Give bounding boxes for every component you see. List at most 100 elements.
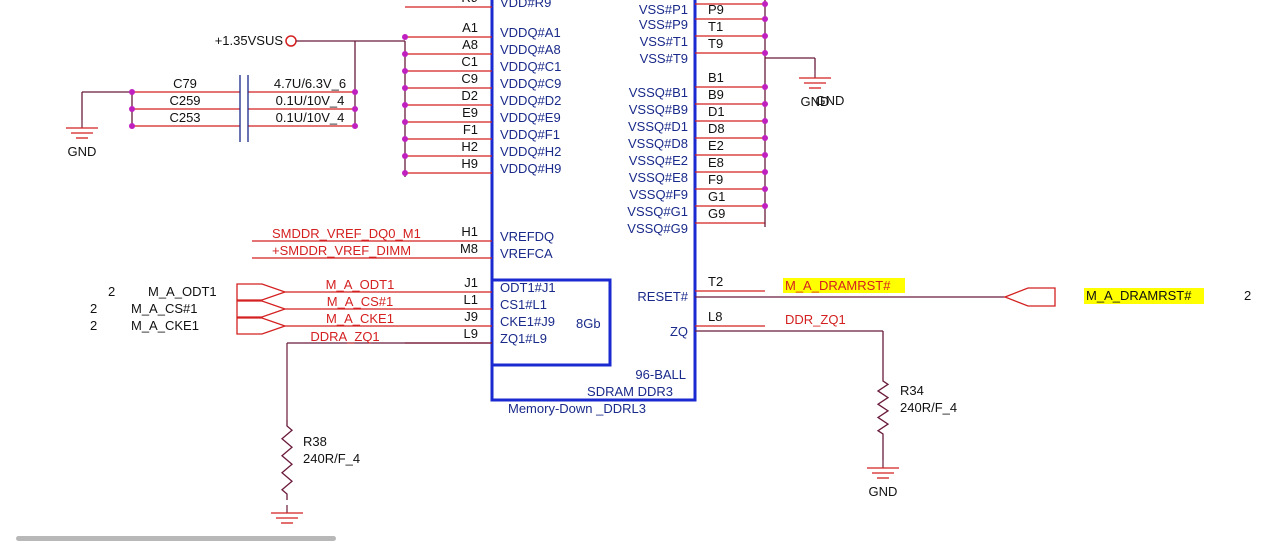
offpage-sheet: 2 — [108, 284, 115, 299]
pin-name: VDDQ#E9 — [500, 110, 561, 125]
pin-ball: H2 — [461, 139, 478, 154]
pin-name: VSSQ#E8 — [629, 170, 688, 185]
offpage-sheet-reset: 2 — [1244, 288, 1251, 303]
pin-name: VSS#T9 — [640, 51, 688, 66]
pin-ball: P1 — [708, 0, 724, 2]
junction-dot — [352, 123, 358, 129]
pin-name: VREFDQ — [500, 229, 554, 244]
pin-ball: H9 — [461, 156, 478, 171]
junction-dot — [352, 89, 358, 95]
resistor-value: 240R/F_4 — [900, 400, 957, 415]
junction-dot — [402, 51, 408, 57]
junction-dot — [402, 68, 408, 74]
pin-name: VSSQ#D1 — [628, 119, 688, 134]
pin-name: VSSQ#B9 — [629, 102, 688, 117]
pin-name: VDDQ#H2 — [500, 144, 561, 159]
ic-subunit-box — [490, 278, 612, 367]
pin-name: ODT1#J1 — [500, 280, 556, 295]
gnd-label: GND — [869, 484, 898, 499]
pin-name: VSSQ#E2 — [629, 153, 688, 168]
net-label-reset: M_A_DRAMRST# — [785, 278, 891, 293]
net-label-vref-dq: SMDDR_VREF_DQ0_M1 — [272, 226, 421, 241]
junction-dot — [129, 123, 135, 129]
net-label: M_A_CS#1 — [327, 294, 393, 309]
offpage-highlight — [1084, 288, 1204, 304]
pin-ball: T1 — [708, 19, 723, 34]
offpage-label: M_A_CS#1 — [131, 301, 197, 316]
resistor-symbol — [280, 420, 294, 500]
power-net-label: +1.35VSUS — [215, 33, 284, 48]
part-type-label: SDRAM DDR3 — [587, 384, 673, 399]
net-label: M_A_ODT1 — [326, 277, 395, 292]
resistor-ref: R38 — [303, 434, 327, 449]
pin-ball: M8 — [460, 241, 478, 256]
pin-name: ZQ — [670, 324, 688, 339]
offpage-connector-reset — [1003, 287, 1056, 307]
pin-ball: G9 — [708, 206, 725, 221]
pin-ball: C1 — [461, 54, 478, 69]
net-highlight — [783, 278, 905, 293]
junction-dot — [129, 106, 135, 112]
pin-name: VSS#P9 — [639, 17, 688, 32]
component-ref-label: Memory-Down _DDRL3 — [508, 401, 646, 416]
pin-ball: A1 — [462, 20, 478, 35]
offpage-connector — [236, 283, 287, 301]
pin-name: VDDQ#A8 — [500, 42, 561, 57]
junction-dot — [402, 153, 408, 159]
gnd-label: GND — [801, 94, 830, 109]
junction-dot — [762, 118, 768, 124]
junction-dot — [402, 102, 408, 108]
pin-ball: P9 — [708, 2, 724, 17]
cap-ref: C259 — [169, 93, 200, 108]
junction-dot — [762, 101, 768, 107]
cap-value: 0.1U/10V_4 — [276, 110, 345, 125]
gnd-label-vss: GND — [816, 93, 845, 108]
pin-name: ZQ1#L9 — [500, 331, 547, 346]
pin-ball: L8 — [708, 309, 722, 324]
junction-dot — [762, 84, 768, 90]
cap-ref: C253 — [169, 110, 200, 125]
pin-name: VSSQ#D8 — [628, 136, 688, 151]
pin-ball: T9 — [708, 36, 723, 51]
pin-ball: J1 — [464, 275, 478, 290]
pin-ball: L1 — [464, 292, 478, 307]
pin-name: VSSQ#G1 — [627, 204, 688, 219]
offpage-label: M_A_CKE1 — [131, 318, 199, 333]
pin-ball: B1 — [708, 70, 724, 85]
horizontal-scrollbar[interactable] — [16, 536, 336, 541]
junction-dot — [762, 50, 768, 56]
junction-dot — [762, 1, 768, 7]
ic-body — [490, 0, 697, 402]
junction-dot — [402, 136, 408, 142]
pin-ball: D1 — [708, 104, 725, 119]
cap-value: 0.1U/10V_4 — [276, 93, 345, 108]
pin-ball: J9 — [464, 309, 478, 324]
net-label-zq-left: DDRA_ZQ1 — [310, 329, 379, 344]
gnd-label: GND — [68, 144, 97, 159]
resistor-symbol — [876, 375, 890, 440]
junction-dot — [402, 34, 408, 40]
junction-dot — [402, 170, 408, 176]
pin-ball: E8 — [708, 155, 724, 170]
junction-dot — [402, 119, 408, 125]
pin-name: VSSQ#B1 — [629, 85, 688, 100]
offpage-connector — [236, 317, 287, 335]
pin-ball: E2 — [708, 138, 724, 153]
pin-name: RESET# — [637, 289, 688, 304]
density-label: 8Gb — [576, 316, 601, 331]
offpage-label-reset: M_A_DRAMRST# — [1086, 288, 1192, 303]
pin-ball: F9 — [708, 172, 723, 187]
pin-ball: E9 — [462, 105, 478, 120]
pin-name: CS1#L1 — [500, 297, 547, 312]
junction-dot — [762, 169, 768, 175]
pin-name: VSS#T1 — [640, 34, 688, 49]
pin-ball: G1 — [708, 189, 725, 204]
offpage-sheet: 2 — [90, 318, 97, 333]
junction-dot — [352, 106, 358, 112]
pin-ball: A8 — [462, 37, 478, 52]
pin-name: VSSQ#G9 — [627, 221, 688, 236]
junction-dot — [762, 186, 768, 192]
pin-name: VDDQ#H9 — [500, 161, 561, 176]
net-label-zq-right: DDR_ZQ1 — [785, 312, 846, 327]
